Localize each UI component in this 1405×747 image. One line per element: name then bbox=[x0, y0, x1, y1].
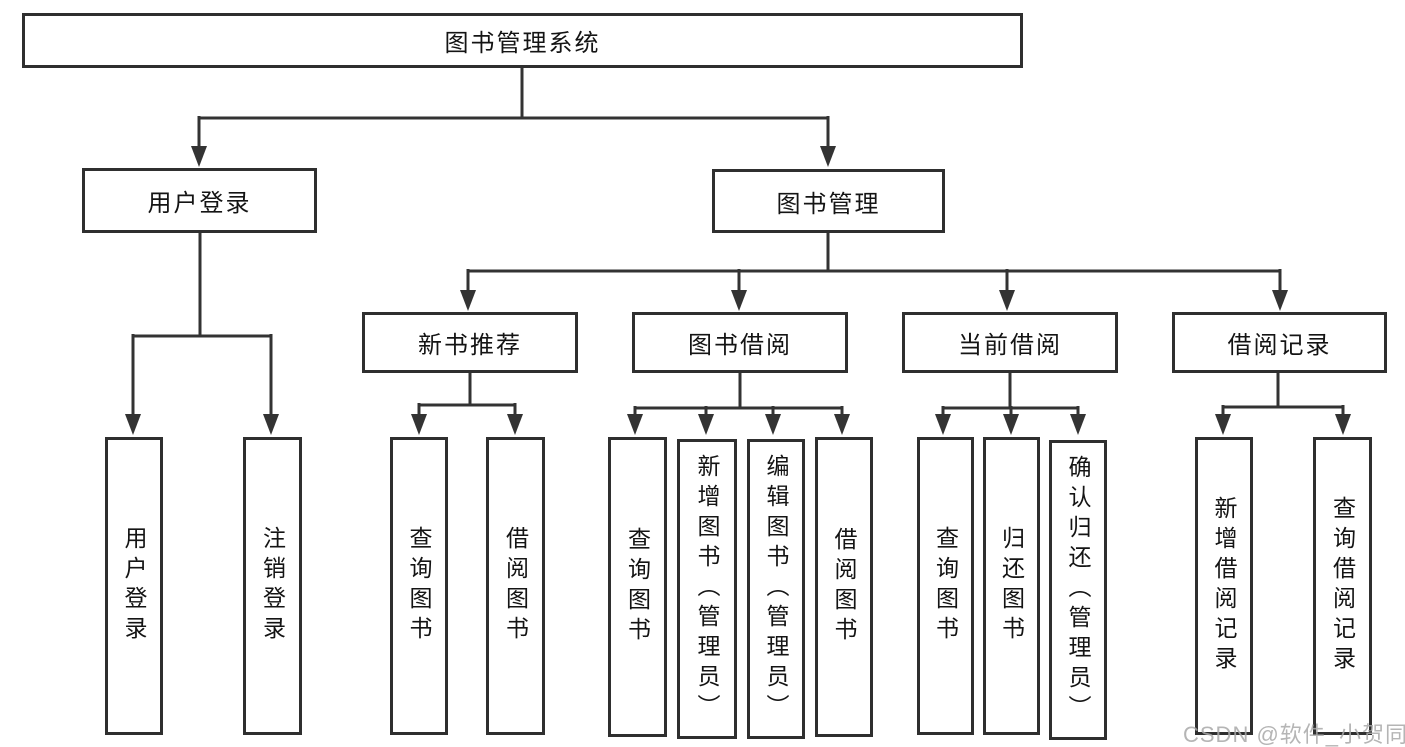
connector-book-borrow-children bbox=[633, 373, 844, 418]
node-library-management-system: 图书管理系统 bbox=[22, 13, 1023, 68]
connector-user-login-children bbox=[131, 233, 273, 418]
leaf-borrow-books-borrowing: 借阅图书 bbox=[815, 437, 873, 737]
node-borrowing-records: 借阅记录 bbox=[1172, 312, 1387, 373]
leaf-query-books-recommend: 查询图书 bbox=[390, 437, 448, 735]
connector-book-management-children bbox=[466, 233, 1282, 294]
node-book-management: 图书管理 bbox=[712, 169, 945, 233]
leaf-confirm-return-admin: 确认归还（管理员） bbox=[1049, 440, 1107, 740]
node-user-login: 用户登录 bbox=[82, 168, 317, 233]
watermark: CSDN @软件_小贺同学 bbox=[1183, 722, 1405, 747]
connector-current-borrow-children bbox=[941, 373, 1080, 418]
leaf-add-borrow-record: 新增借阅记录 bbox=[1195, 437, 1253, 735]
leaf-query-borrow-record: 查询借阅记录 bbox=[1313, 437, 1372, 735]
node-new-book-recommend: 新书推荐 bbox=[362, 312, 578, 373]
leaf-add-books-admin: 新增图书（管理员） bbox=[677, 439, 737, 739]
leaf-query-books-current: 查询图书 bbox=[917, 437, 974, 735]
node-current-borrowing: 当前借阅 bbox=[902, 312, 1118, 373]
connector-borrow-record-children bbox=[1221, 373, 1345, 418]
connector-new-book-children bbox=[417, 373, 517, 418]
leaf-logout-login: 注销登录 bbox=[243, 437, 302, 735]
leaf-return-books: 归还图书 bbox=[983, 437, 1040, 735]
node-book-borrowing: 图书借阅 bbox=[632, 312, 848, 373]
leaf-borrow-books-recommend: 借阅图书 bbox=[486, 437, 545, 735]
leaf-user-login: 用户登录 bbox=[105, 437, 163, 735]
leaf-edit-books-admin: 编辑图书（管理员） bbox=[747, 439, 805, 739]
connector-root-to-level2 bbox=[197, 68, 830, 150]
leaf-query-books-borrowing: 查询图书 bbox=[608, 437, 667, 737]
